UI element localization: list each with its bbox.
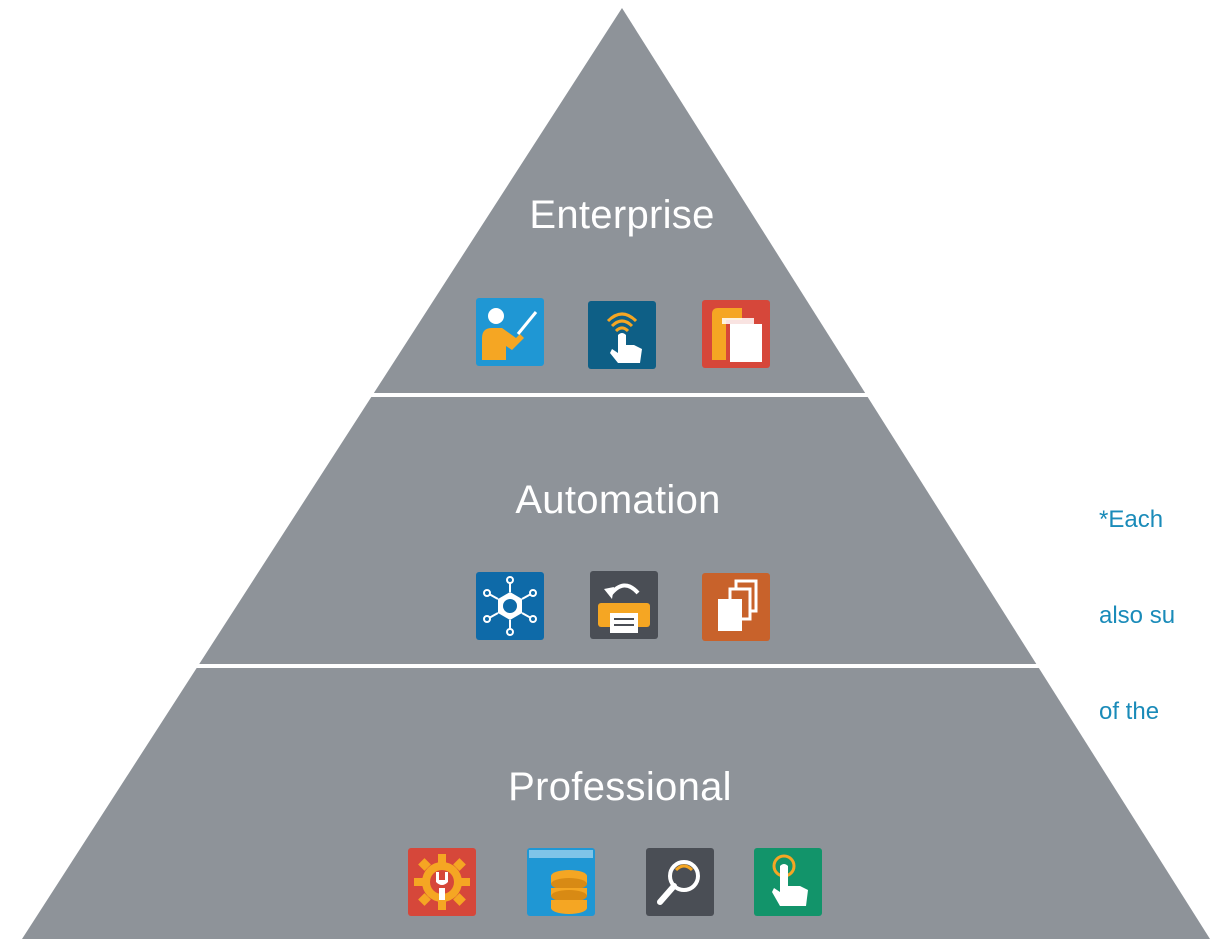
side-note-line-2: also su	[1099, 602, 1176, 629]
settings-wrench-icon	[408, 848, 476, 916]
copy-pages-icon	[702, 573, 770, 641]
tier-label-automation: Automation	[515, 478, 721, 522]
side-note-line-1: *Each	[1099, 506, 1164, 533]
touch-tap-icon	[754, 848, 822, 916]
print-return-icon	[590, 571, 658, 639]
presenter-icon	[476, 298, 544, 366]
side-note: *Each also su of the	[1099, 440, 1175, 792]
side-note-line-3: of the	[1099, 698, 1160, 725]
tier-label-enterprise: Enterprise	[529, 193, 715, 237]
pyramid-body	[22, 8, 1210, 939]
touch-signal-icon	[588, 301, 656, 369]
network-hub-icon	[476, 572, 544, 640]
database-icon	[527, 848, 595, 916]
document-stack-icon	[702, 300, 770, 368]
tier-label-professional: Professional	[508, 765, 732, 809]
search-refresh-icon	[646, 848, 714, 916]
